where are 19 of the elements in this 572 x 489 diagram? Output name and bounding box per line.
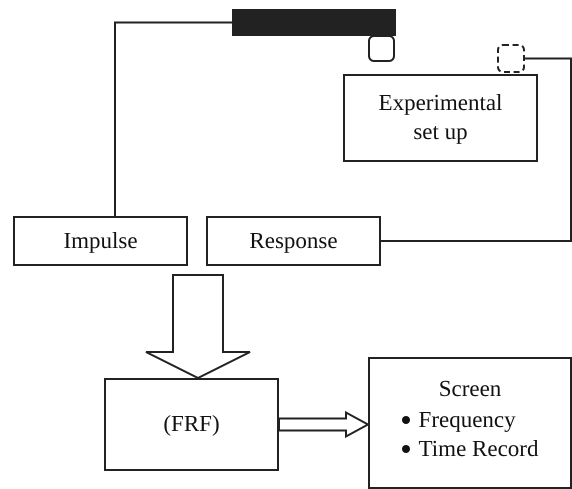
connector-line <box>381 58 572 242</box>
connector-line <box>114 22 232 216</box>
block-arrow <box>145 274 251 380</box>
hammer-handle <box>232 9 396 36</box>
list-item: Time Record <box>418 434 538 462</box>
sensor-box <box>497 44 525 73</box>
process-box <box>343 74 538 162</box>
box-label: Experimental set up <box>378 89 504 146</box>
list-item: Frequency <box>418 406 516 434</box>
hammer-tip <box>368 35 395 62</box>
box-label: (FRF) <box>163 410 220 438</box>
box-label: Impulse <box>63 226 138 255</box>
box-heading: Screen <box>438 375 502 403</box>
process-box <box>206 216 381 266</box>
process-box <box>13 216 188 266</box>
process-box <box>368 357 572 489</box>
process-box <box>104 378 279 471</box>
block-arrow <box>278 410 370 438</box>
box-label: Response <box>249 226 338 255</box>
